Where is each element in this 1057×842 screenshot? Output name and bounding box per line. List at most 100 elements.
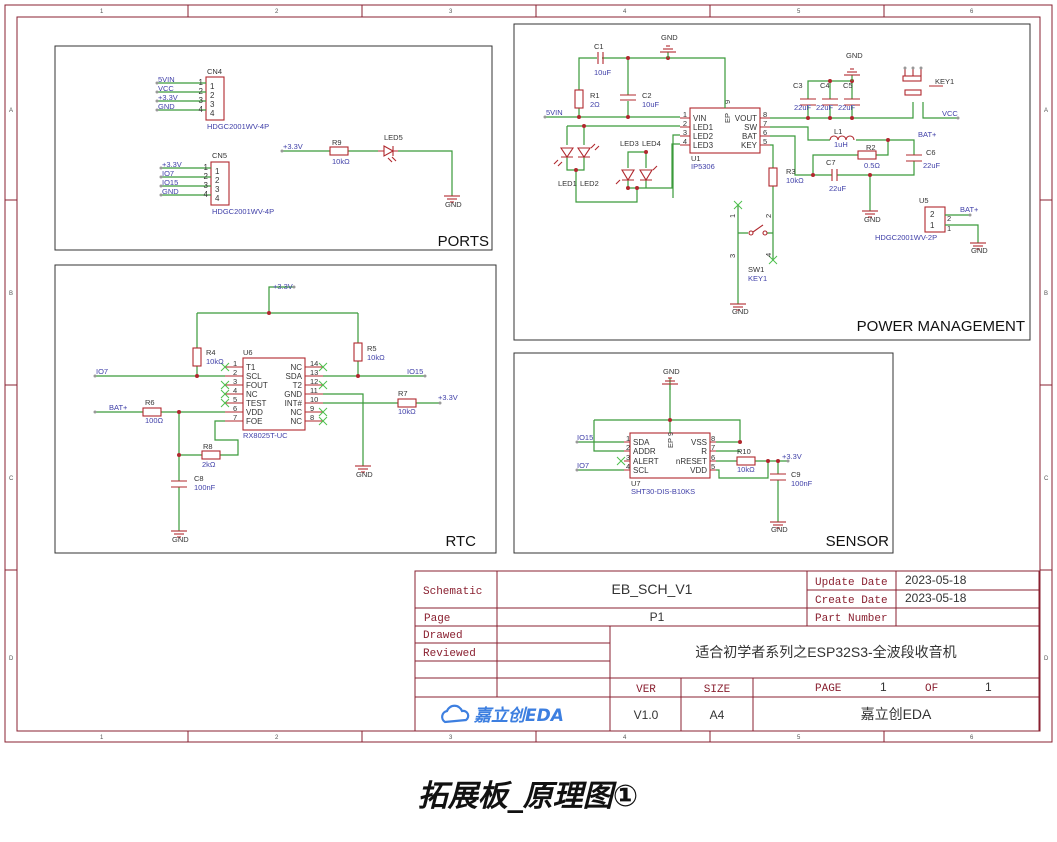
net-label: 5VIN bbox=[546, 108, 563, 117]
ref-label: LED5 bbox=[384, 133, 403, 142]
connector-cn4: CN4 1 2 3 4 1 2 3 4 5VIN VCC +3.3V GND H… bbox=[155, 67, 269, 131]
value-label: 22uF bbox=[816, 103, 834, 112]
version-value: V1.0 bbox=[634, 708, 659, 722]
value-label: 10kΩ bbox=[398, 407, 416, 416]
column-marker: 2 bbox=[275, 9, 279, 15]
pin-number: 3 bbox=[683, 128, 687, 137]
pin-number: 11 bbox=[310, 386, 318, 395]
ref-label: C4 bbox=[820, 81, 830, 90]
ref-label: R4 bbox=[206, 348, 216, 357]
pin-number: 2 bbox=[233, 368, 237, 377]
value-label: KEY1 bbox=[748, 274, 767, 283]
column-marker: 2 bbox=[275, 735, 279, 741]
pin-number: 4 bbox=[764, 253, 773, 257]
pin-number: 3 bbox=[233, 377, 237, 386]
pin-name: NC bbox=[290, 417, 302, 426]
pin-number: 3 bbox=[728, 254, 737, 258]
ref-label: R2 bbox=[866, 143, 876, 152]
pin-name: R bbox=[701, 447, 707, 456]
part-label: HDGC2001WV-2P bbox=[875, 233, 937, 242]
row-marker: D bbox=[9, 656, 14, 662]
gnd-label: GND bbox=[356, 470, 373, 479]
pin-name: FOUT bbox=[246, 381, 268, 390]
pin-number: 1 bbox=[947, 224, 951, 233]
net-label: BAT+ bbox=[918, 130, 937, 139]
pin-number: 8 bbox=[763, 110, 767, 119]
pin-number: 3 bbox=[210, 100, 215, 109]
logo-text: 嘉立创EDA bbox=[473, 706, 564, 726]
page-total: 1 bbox=[985, 680, 992, 694]
pin-name: KEY bbox=[741, 141, 758, 150]
pin-number: 5 bbox=[763, 137, 767, 146]
row-marker: B bbox=[1044, 291, 1048, 297]
project-title: 适合初学者系列之ESP32S3-全波段收音机 bbox=[695, 644, 956, 660]
value-label: 1uH bbox=[834, 140, 848, 149]
jlc-eda-logo: 嘉立创EDA bbox=[441, 704, 564, 726]
net-label: IO7 bbox=[577, 461, 589, 470]
of-label: OF bbox=[925, 683, 938, 695]
value-label: 10kΩ bbox=[332, 157, 350, 166]
page-number: 1 bbox=[880, 680, 887, 694]
resistor-r1 bbox=[574, 89, 584, 109]
pin-name: LED3 bbox=[693, 141, 714, 150]
resistor-r7 bbox=[397, 398, 417, 408]
ref-label: LED3 bbox=[620, 139, 639, 148]
cloud-icon bbox=[441, 704, 470, 724]
ports-panel: PORTS CN4 1 2 3 4 1 2 3 4 5VIN VCC +3.3V… bbox=[54, 45, 493, 251]
row-marker: C bbox=[9, 476, 14, 482]
pin-number: 2 bbox=[210, 91, 215, 100]
pin-number: 7 bbox=[763, 119, 767, 128]
panel-title: POWER MANAGEMENT bbox=[857, 318, 1025, 335]
pin-name: T2 bbox=[293, 381, 303, 390]
pin-name: VIN bbox=[693, 114, 707, 123]
gnd-label: GND bbox=[663, 367, 680, 376]
ver-label: VER bbox=[636, 684, 656, 696]
size-label: SIZE bbox=[704, 684, 731, 696]
pin-number: 4 bbox=[233, 386, 237, 395]
pin-number: 4 bbox=[626, 462, 630, 471]
pin-name: nRESET bbox=[676, 457, 707, 466]
led5-circuit: +3.3V R9 10kΩ LED5 GND bbox=[280, 133, 462, 209]
pin-number: 12 bbox=[310, 377, 318, 386]
net-label: IO15 bbox=[407, 367, 423, 376]
pin-name: TEST bbox=[246, 399, 267, 408]
pin-name: SDA bbox=[286, 372, 303, 381]
page-caption: 拓展板_原理图① bbox=[418, 779, 638, 814]
pin-number: 1 bbox=[728, 214, 737, 218]
power-panel: POWER MANAGEMENT VIN LED1 LED2 LED3 VOUT… bbox=[513, 23, 1031, 341]
value-label: 100Ω bbox=[145, 416, 164, 425]
pin-number: 4 bbox=[215, 194, 220, 203]
column-marker: 5 bbox=[797, 9, 801, 15]
net-label: IO15 bbox=[577, 433, 593, 442]
pin-number: 2 bbox=[626, 443, 630, 452]
title-block: Schematic EB_SCH_V1 Update Date 2023-05-… bbox=[414, 570, 1040, 732]
pin-name: SDA bbox=[633, 438, 650, 447]
pin-number: 13 bbox=[310, 368, 318, 377]
pin-number: 9 bbox=[723, 100, 732, 104]
panel-title: SENSOR bbox=[826, 533, 890, 550]
pin-name: NC bbox=[290, 363, 302, 372]
pin-number: 2 bbox=[683, 119, 687, 128]
value-label: 100nF bbox=[194, 483, 216, 492]
panel-title: PORTS bbox=[438, 233, 489, 250]
pin-name: NC bbox=[246, 390, 258, 399]
pin-number: 2 bbox=[930, 210, 935, 219]
ref-label: R10 bbox=[737, 447, 751, 456]
ref-label: SW1 bbox=[748, 265, 764, 274]
net-label: +3.3V bbox=[283, 142, 303, 151]
ref-label: R6 bbox=[145, 398, 155, 407]
value-label: 10kΩ bbox=[786, 176, 804, 185]
pin-number: 3 bbox=[626, 453, 630, 462]
company-name: 嘉立创EDA bbox=[861, 706, 932, 722]
value-label: 10kΩ bbox=[737, 465, 755, 474]
pin-name: FOE bbox=[246, 417, 262, 426]
net-label: +3.3V bbox=[162, 160, 182, 169]
row-marker: A bbox=[9, 108, 13, 114]
ref-label: C9 bbox=[791, 470, 801, 479]
value-label: 22uF bbox=[923, 161, 941, 170]
ref-label: R5 bbox=[367, 344, 377, 353]
pin-number: 4 bbox=[683, 137, 687, 146]
pin-number: 2 bbox=[947, 214, 951, 223]
pin-number: 1 bbox=[215, 167, 220, 176]
